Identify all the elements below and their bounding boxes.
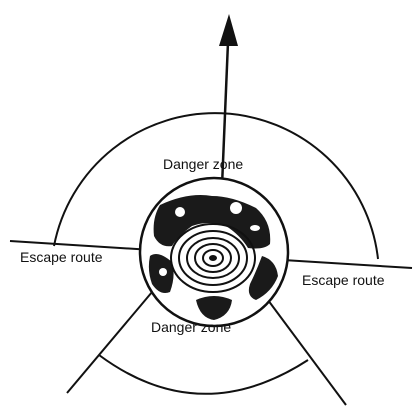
escape-route-right-label: Escape route [302,273,385,287]
danger-zone-bottom-line-right [262,292,346,405]
danger-zone-bottom-label: Danger zone [151,320,231,334]
danger-zone-bottom-arc [99,355,308,394]
arrow-up-icon [219,14,238,46]
escape-route-left-label: Escape route [20,250,103,264]
danger-zone-top-label: Danger zone [163,157,243,171]
danger-zone-bottom-line-left [67,279,163,393]
tree-cross-section-icon [140,178,288,326]
ground-line-right [283,260,412,268]
